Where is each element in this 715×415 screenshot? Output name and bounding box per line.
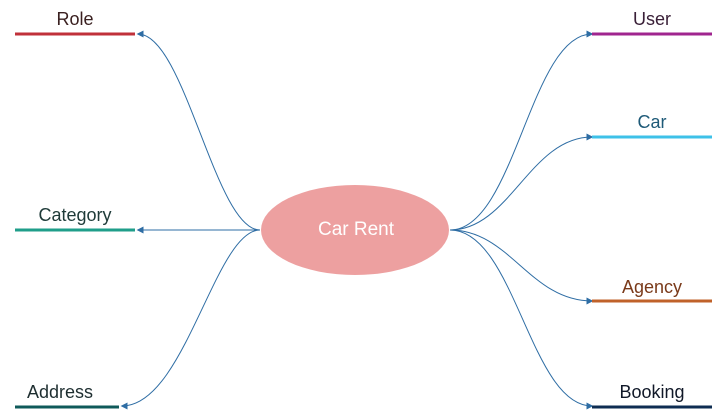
connector-car xyxy=(449,133,594,231)
node-label-category: Category xyxy=(38,205,112,225)
connector-address xyxy=(120,229,261,410)
connector-user xyxy=(449,30,594,231)
connector-role xyxy=(136,30,261,231)
node-label-role: Role xyxy=(56,9,94,29)
node-label-agency: Agency xyxy=(621,277,683,297)
node-label-user: User xyxy=(632,9,671,29)
center-node-label: Car Rent xyxy=(317,219,395,240)
node-label-booking: Booking xyxy=(619,382,685,402)
connector-booking xyxy=(449,229,594,410)
center-node xyxy=(261,185,449,275)
node-label-address: Address xyxy=(26,382,94,402)
node-label-car: Car xyxy=(637,112,667,132)
connector-agency xyxy=(449,229,594,305)
